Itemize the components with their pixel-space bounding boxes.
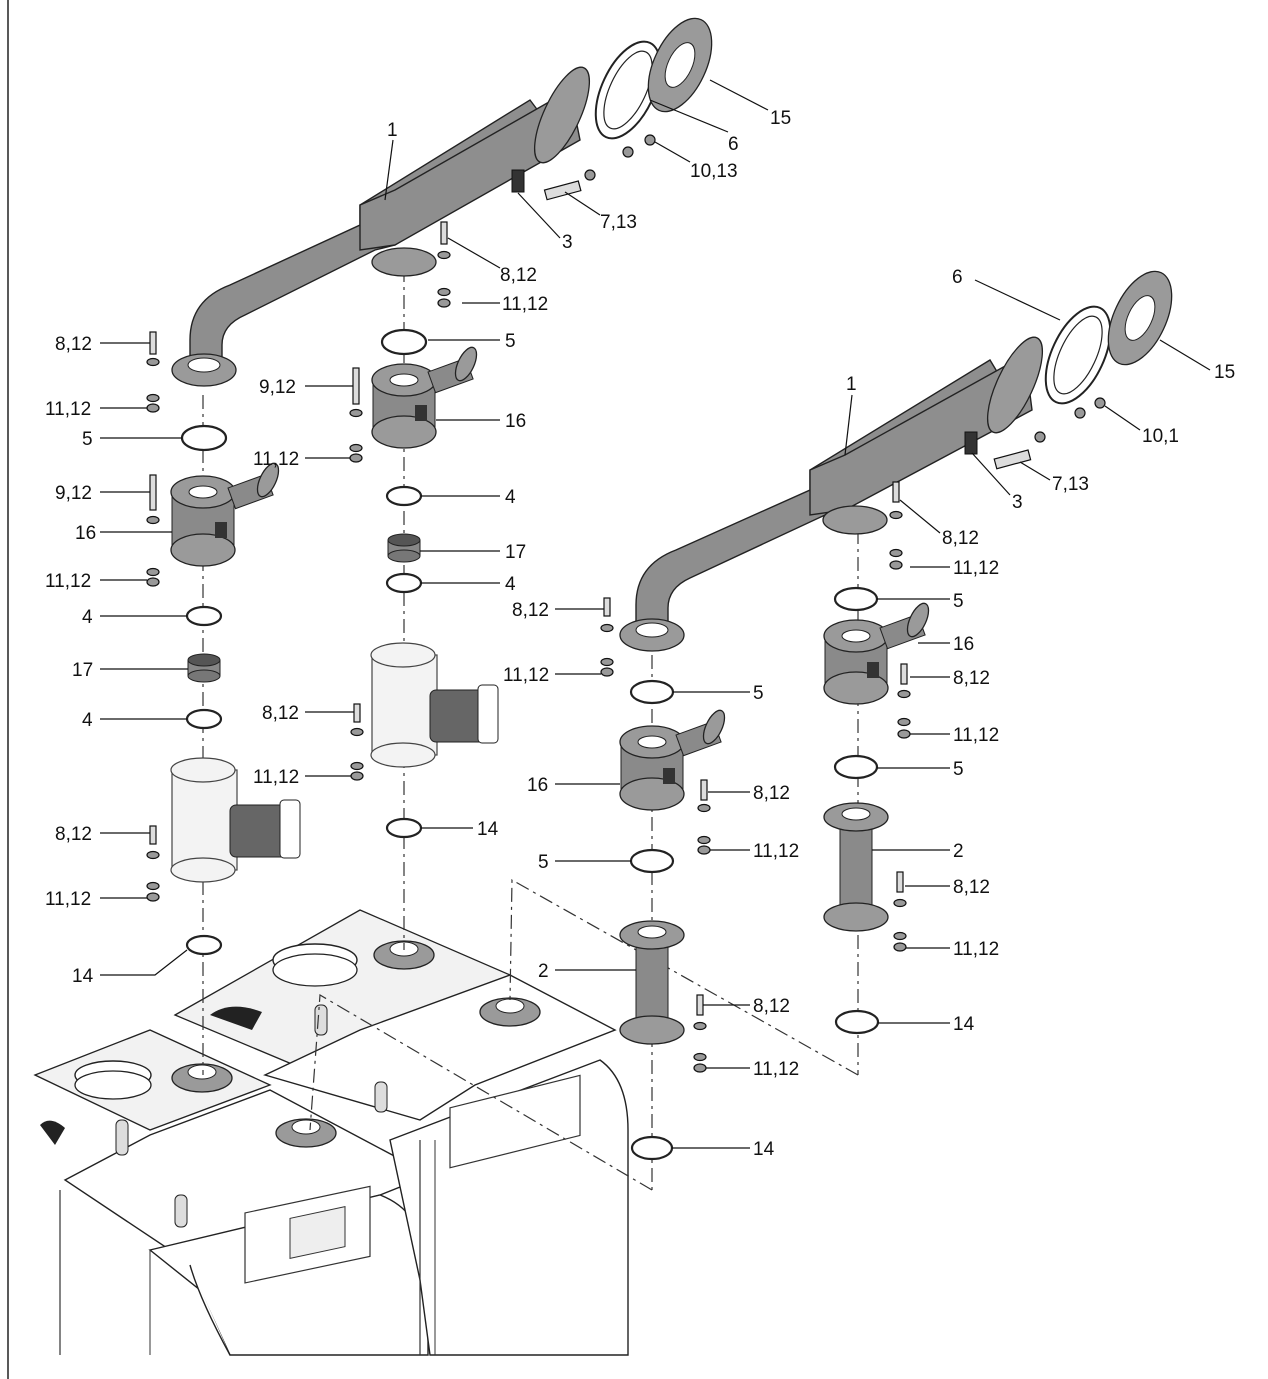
label-4: 4 <box>505 487 516 508</box>
label-11-12: 11,12 <box>253 767 299 788</box>
label-15: 15 <box>1214 362 1235 383</box>
label-4: 4 <box>505 574 516 595</box>
label-16: 16 <box>75 523 96 544</box>
label-11-12: 11,12 <box>753 841 799 862</box>
label-8-12: 8,12 <box>753 996 790 1017</box>
label-8-12: 8,12 <box>753 783 790 804</box>
middle-column-parts <box>349 221 499 839</box>
label-6: 6 <box>952 267 963 288</box>
label-8-12: 8,12 <box>500 265 537 286</box>
label-6: 6 <box>728 134 739 155</box>
label-14: 14 <box>72 966 94 987</box>
label-11-12: 11,12 <box>502 294 548 315</box>
header-pipe-right <box>619 336 1044 652</box>
label-11-12: 11,12 <box>45 571 91 592</box>
label-11-12: 11,12 <box>753 1059 799 1080</box>
label-4: 4 <box>82 607 93 628</box>
label-3: 3 <box>562 232 573 253</box>
label-10-1: 10,1 <box>1142 426 1179 447</box>
label-3: 3 <box>1012 492 1023 513</box>
label-17: 17 <box>505 542 526 563</box>
label-8-12: 8,12 <box>512 600 549 621</box>
label-7-13: 7,13 <box>1052 474 1089 495</box>
label-17: 17 <box>72 660 93 681</box>
label-16: 16 <box>953 634 974 655</box>
left-column-parts <box>146 331 301 956</box>
label-14: 14 <box>753 1139 775 1160</box>
label-11-12: 11,12 <box>503 665 549 686</box>
label-1: 1 <box>387 120 398 141</box>
label-11-12: 11,12 <box>953 725 999 746</box>
label-2: 2 <box>953 841 964 862</box>
label-14: 14 <box>953 1014 975 1035</box>
label-5: 5 <box>953 591 964 612</box>
label-5: 5 <box>82 429 93 450</box>
label-1: 1 <box>846 374 857 395</box>
label-8-12: 8,12 <box>262 703 299 724</box>
label-8-12: 8,12 <box>953 668 990 689</box>
label-8-12: 8,12 <box>942 528 979 549</box>
label-16: 16 <box>527 775 548 796</box>
gaskets-flanges-top-left <box>543 17 713 201</box>
label-8-12: 8,12 <box>55 824 92 845</box>
label-8-12: 8,12 <box>953 877 990 898</box>
label-11-12: 11,12 <box>253 449 299 470</box>
label-9-12: 9,12 <box>55 483 92 504</box>
label-8-12: 8,12 <box>55 334 92 355</box>
label-2: 2 <box>538 961 549 982</box>
right-outer-column-parts <box>823 481 930 1035</box>
label-11-12: 11,12 <box>45 889 91 910</box>
label-10-13: 10,13 <box>690 161 738 182</box>
label-16: 16 <box>505 411 526 432</box>
leader-lines <box>100 79 1211 1149</box>
gaskets-flanges-top-right <box>993 270 1173 470</box>
label-11-12: 11,12 <box>953 558 999 579</box>
label-11-12: 11,12 <box>953 939 999 960</box>
part-labels: 1 15 6 10,13 7,13 3 8,12 11,12 5 9,12 11… <box>45 108 1235 1160</box>
label-9-12: 9,12 <box>259 377 296 398</box>
boiler-rear-right <box>173 909 629 1356</box>
label-5: 5 <box>505 331 516 352</box>
label-4: 4 <box>82 710 93 731</box>
header-pipe-left <box>171 66 591 387</box>
label-5: 5 <box>953 759 964 780</box>
label-5: 5 <box>538 852 549 873</box>
label-11-12: 11,12 <box>45 399 91 420</box>
boiler-front-left <box>33 1029 432 1356</box>
label-7-13: 7,13 <box>600 212 637 233</box>
right-inner-column-parts <box>600 597 726 1161</box>
label-14: 14 <box>477 819 499 840</box>
label-15: 15 <box>770 108 791 129</box>
label-5: 5 <box>753 683 764 704</box>
